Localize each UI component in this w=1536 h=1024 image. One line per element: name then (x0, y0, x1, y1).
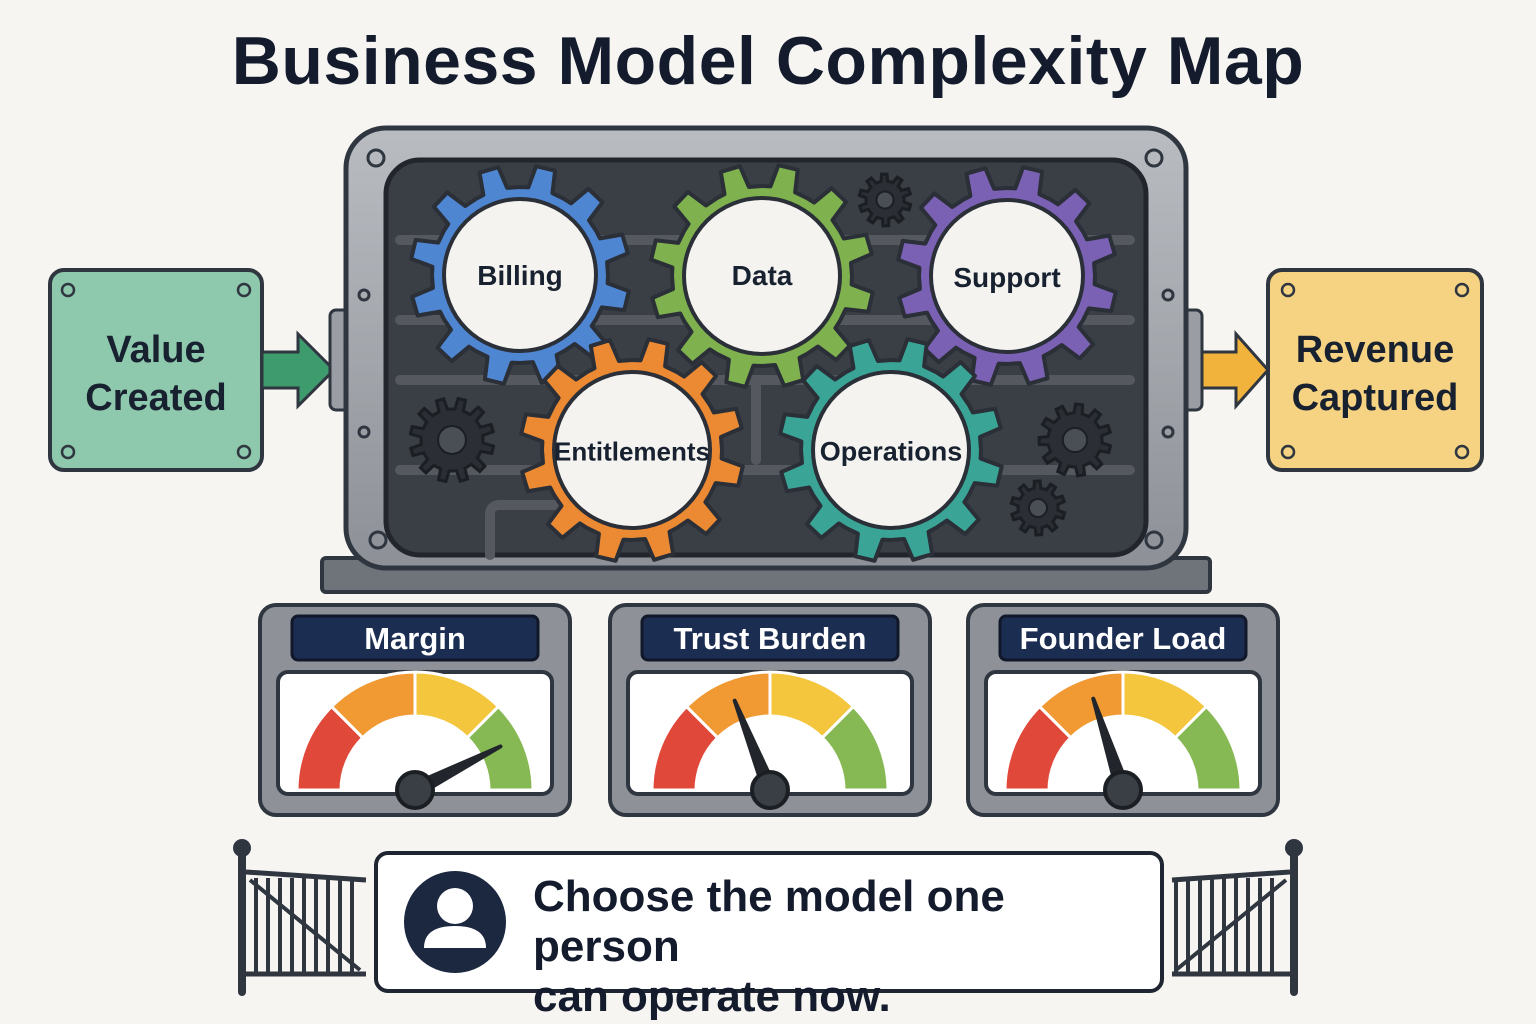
gear-label-operations: Operations (819, 436, 963, 467)
gear-entitlements (519, 337, 745, 563)
gauge-trust-burden (608, 603, 932, 817)
gauge-title-margin: Margin (364, 621, 466, 656)
gauge-segment (1173, 704, 1243, 792)
gauge-layer (258, 603, 1280, 817)
gear-billing (409, 164, 631, 386)
gear-layer (408, 163, 1118, 563)
fence-left (233, 839, 367, 996)
message-banner (374, 851, 1164, 993)
small-gear-icon (1009, 479, 1067, 537)
output-arrow (1198, 330, 1271, 410)
gear-data (649, 163, 875, 389)
gauge-title-founder-load: Founder Load (1019, 621, 1227, 656)
fence-right (1171, 839, 1303, 996)
gear-label-billing: Billing (477, 260, 563, 291)
revenue-captured-label: Revenue Captured (1291, 329, 1459, 419)
gear-operations (778, 337, 1004, 563)
input-arrow (260, 330, 337, 410)
small-gear-icon (1037, 402, 1113, 478)
gauge-title-trust-burden: Trust Burden (673, 621, 867, 656)
gauge-founder-load (966, 603, 1280, 817)
value-created-label: Value Created (85, 329, 227, 419)
gauge-margin (258, 603, 572, 817)
gear-support (896, 165, 1118, 387)
gear-label-data: Data (731, 260, 793, 291)
message-text: Choose the model one person can operate … (533, 872, 1005, 1021)
gear-label-support: Support (953, 262, 1061, 293)
gauge-segment (820, 704, 890, 792)
gear-label-entitlements: Entitlements (553, 436, 711, 467)
page-title: Business Model Complexity Map (231, 23, 1305, 99)
small-gear-icon (408, 396, 496, 484)
small-gear-icon (857, 172, 913, 228)
